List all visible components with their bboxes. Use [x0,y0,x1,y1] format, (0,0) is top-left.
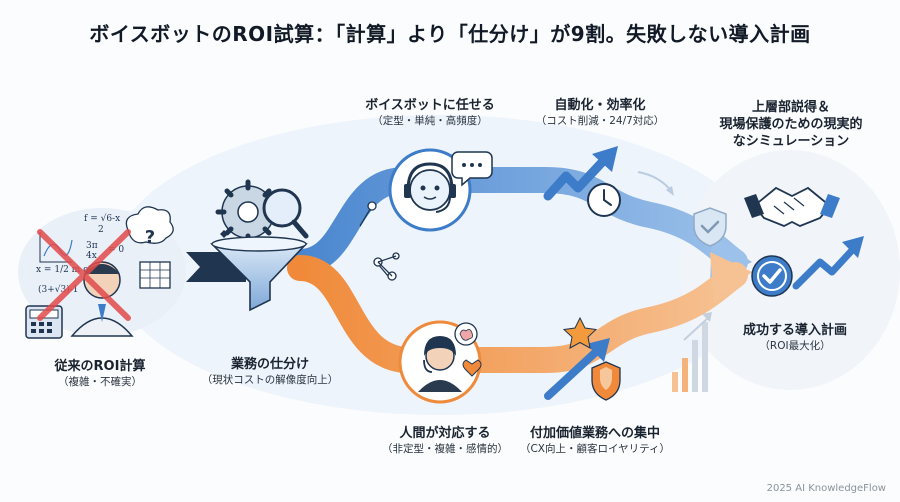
old-roi-subtitle: （複雑・不確実） [58,376,142,388]
formula-four: 4x [86,251,97,261]
success-illustration [751,236,864,297]
growth-arrow-lower [544,346,602,400]
sorting-title: 業務の仕分け [230,357,309,372]
formula-two: 2 [98,225,104,235]
lower-flow-arrow [287,255,748,373]
old-roi-title: 従来のROI計算 [54,359,146,374]
formula-x: x = 1/2 m c² [36,265,92,275]
bar-chart-icon [672,322,708,392]
spreadsheet-icon [139,261,171,289]
cross-mark-icon [37,229,131,321]
formula-f: f = √6-x [84,213,120,224]
label-automation: 自動化・効率化 （コスト削減・24/7対応） [515,97,685,129]
heart-icon [462,359,482,377]
label-old-roi: 従来のROI計算 （複雑・不確実） [30,358,170,390]
voicebot-subtitle: （定型・単純・高頻度） [372,115,488,127]
executive-line-3: なシミュレーション [732,134,850,149]
question-cloud-icon [125,206,174,244]
network-nodes [359,201,400,281]
human-subtitle: （非定型・複雑・感情的） [382,443,508,455]
label-value: 付加価値業務への集中 （CX向上・顧客ロイヤリティ） [505,425,685,457]
voicebot-title: ボイスボットに任せる [365,98,495,113]
sorting-funnel-illustration [210,179,309,312]
human-title: 人間が対応する [399,426,491,441]
growth-arrow-right [792,242,860,290]
formula-eq: = 0 [108,245,124,255]
star-icon [562,316,598,349]
sorting-subtitle: （現状コストの解像度向上） [201,374,339,386]
formula-frac: 3π [86,241,98,251]
footer-credit: 2025 AI KnowledgeFlow [766,483,886,494]
label-sorting: 業務の仕分け （現状コストの解像度向上） [180,356,360,388]
formula-root: (3+√3)-1 [38,284,79,295]
robot-head-icon [409,169,451,211]
success-title: 成功する導入計画 [742,323,847,338]
label-human: 人間が対応する （非定型・複雑・感情的） [360,425,530,457]
success-subtitle: （ROI最大化） [759,340,831,352]
label-voicebot: ボイスボットに任せる （定型・単純・高頻度） [345,97,515,129]
voicebot-illustration [388,148,493,232]
value-title: 付加価値業務への集中 [529,426,660,441]
handshake-icon [752,186,832,227]
executive-line-1: 上層部説得＆ [751,100,830,115]
human-operator-illustration [398,320,482,404]
page-title: ボイスボットのROI試算：「計算」より「仕分け」が9割。失敗しない導入計画 [89,22,811,46]
old-roi-illustration: ? f = √6-x 2 3π 4x = 0 x = 1/2 m c² (3+√… [18,206,186,339]
lower-flow-arrowhead [710,252,752,302]
growth-arrow-upper [543,146,621,217]
svg-text:?: ? [145,227,155,248]
handshake-illustration [744,186,840,227]
value-illustration [544,312,712,401]
chat-bubble-icon [451,151,493,187]
automation-subtitle: （コスト削減・24/7対応） [535,115,665,127]
shield-check-icon [693,207,727,247]
label-success: 成功する導入計画 （ROI最大化） [720,322,870,354]
value-subtitle: （CX向上・顧客ロイヤリティ） [519,443,671,455]
executive-line-2: 現場保護のための現実的 [719,117,863,132]
magnifier-icon [262,188,302,228]
automation-title: 自動化・効率化 [554,98,646,113]
label-executive: 上層部説得＆ 現場保護のための現実的 なシミュレーション [696,99,886,150]
